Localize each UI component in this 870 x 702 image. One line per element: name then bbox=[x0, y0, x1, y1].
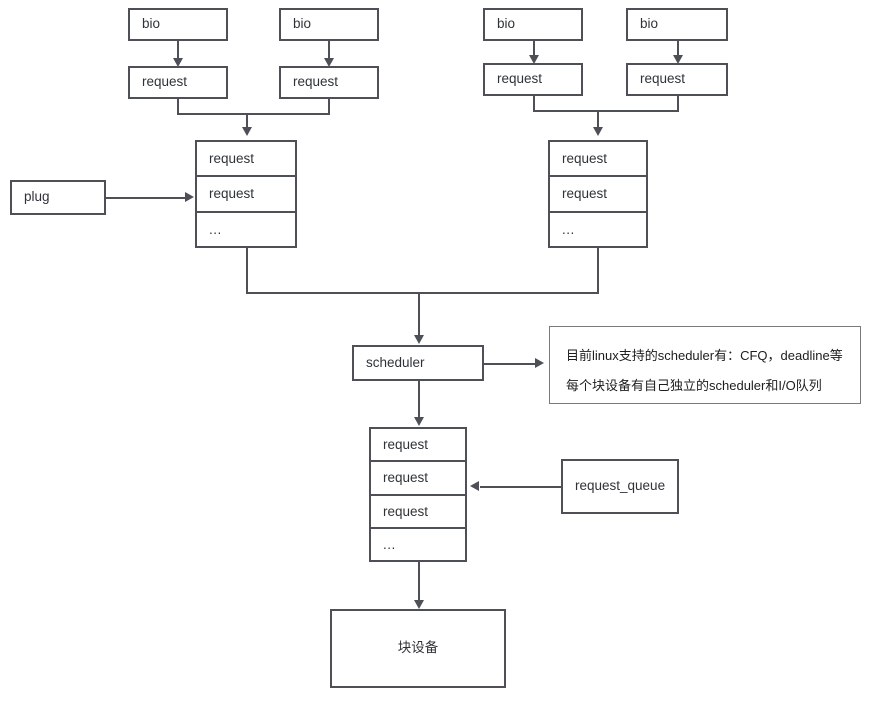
connector-left-merge-bar bbox=[177, 113, 330, 115]
plugged-request-list-left[interactable]: request request ... bbox=[195, 140, 297, 248]
connector-right-stack-down bbox=[597, 248, 599, 293]
bio-node-3[interactable]: bio bbox=[483, 8, 583, 41]
plug-node-label: plug bbox=[24, 189, 50, 205]
connector-scheduler-to-note bbox=[484, 363, 536, 365]
list-item[interactable]: request bbox=[197, 177, 295, 213]
bio-node-4[interactable]: bio bbox=[626, 8, 728, 41]
scheduler-note-line-1: 目前linux支持的scheduler有：CFQ，deadline等 bbox=[566, 348, 843, 363]
request-node-2[interactable]: request bbox=[279, 66, 379, 99]
connector-request1-down bbox=[177, 99, 179, 114]
request-node-2-label: request bbox=[293, 74, 339, 90]
arrowhead-scheduler-to-queue bbox=[413, 417, 424, 426]
connector-left-merge-down bbox=[246, 113, 248, 129]
connector-right-merge-down bbox=[597, 110, 599, 129]
block-device-node[interactable]: 块设备 bbox=[330, 609, 506, 688]
plug-node[interactable]: plug bbox=[10, 180, 106, 215]
dispatch-request-list[interactable]: request request request ... bbox=[369, 427, 467, 562]
connector-left-stack-down bbox=[246, 248, 248, 293]
list-item[interactable]: request bbox=[197, 142, 295, 178]
connector-plug-to-stack bbox=[106, 197, 186, 199]
request-node-1[interactable]: request bbox=[128, 66, 228, 99]
connector-bio4-request4 bbox=[677, 41, 679, 58]
request-node-1-label: request bbox=[142, 74, 188, 90]
connector-scheduler-merge-down bbox=[418, 292, 420, 337]
connector-bio2-request2 bbox=[328, 41, 330, 60]
bio-node-2[interactable]: bio bbox=[279, 8, 379, 41]
bio-node-3-label: bio bbox=[497, 16, 516, 32]
connector-queue-to-device bbox=[418, 562, 420, 602]
connector-right-merge-bar bbox=[533, 110, 679, 112]
connector-scheduler-to-queue bbox=[418, 381, 420, 418]
arrowhead-bio1-request1 bbox=[172, 58, 183, 67]
connector-bio1-request1 bbox=[177, 41, 179, 60]
arrowhead-scheduler-to-note bbox=[535, 358, 544, 368]
scheduler-node[interactable]: scheduler bbox=[352, 345, 484, 381]
arrowhead-bio2-request2 bbox=[323, 58, 334, 67]
connector-request3-down bbox=[533, 96, 535, 111]
arrowhead-request-queue-to-list bbox=[470, 481, 479, 491]
request-queue-node-label: request_queue bbox=[575, 478, 666, 494]
bio-node-4-label: bio bbox=[640, 16, 659, 32]
list-item[interactable]: request bbox=[550, 177, 646, 213]
request-node-4[interactable]: request bbox=[626, 63, 728, 96]
connector-request4-down bbox=[677, 96, 679, 111]
scheduler-note-line-2: 每个块设备有自己独立的scheduler和I/O队列 bbox=[566, 378, 822, 393]
list-item[interactable]: ... bbox=[562, 221, 575, 237]
connector-scheduler-merge-bar bbox=[246, 292, 599, 294]
arrowhead-bio3-request3 bbox=[528, 55, 539, 64]
list-item[interactable]: request bbox=[371, 496, 465, 529]
list-item[interactable]: request bbox=[550, 142, 646, 178]
scheduler-node-label: scheduler bbox=[366, 354, 425, 370]
request-queue-node[interactable]: request_queue bbox=[561, 459, 679, 514]
list-item[interactable]: ... bbox=[209, 221, 222, 237]
plugged-request-list-right[interactable]: request request ... bbox=[548, 140, 648, 248]
arrowhead-left-merge bbox=[241, 127, 252, 136]
request-node-3-label: request bbox=[497, 71, 543, 87]
connector-request2-down bbox=[328, 99, 330, 114]
arrowhead-plug-to-stack bbox=[185, 192, 194, 202]
bio-node-1-label: bio bbox=[142, 16, 161, 32]
list-item[interactable]: request bbox=[371, 462, 465, 496]
bio-node-2-label: bio bbox=[293, 16, 312, 32]
block-device-node-label: 块设备 bbox=[397, 640, 439, 656]
request-node-4-label: request bbox=[640, 71, 686, 87]
connector-bio3-request3 bbox=[533, 41, 535, 58]
list-item[interactable]: ... bbox=[383, 536, 396, 552]
connector-request-queue-to-list bbox=[480, 486, 561, 488]
request-node-3[interactable]: request bbox=[483, 63, 583, 96]
bio-node-1[interactable]: bio bbox=[128, 8, 228, 41]
arrowhead-scheduler bbox=[413, 335, 424, 344]
arrowhead-queue-to-device bbox=[413, 600, 424, 609]
arrowhead-bio4-request4 bbox=[672, 55, 683, 64]
scheduler-note: 目前linux支持的scheduler有：CFQ，deadline等 每个块设备… bbox=[549, 326, 861, 404]
arrowhead-right-merge bbox=[592, 127, 603, 136]
list-item[interactable]: request bbox=[371, 429, 465, 463]
